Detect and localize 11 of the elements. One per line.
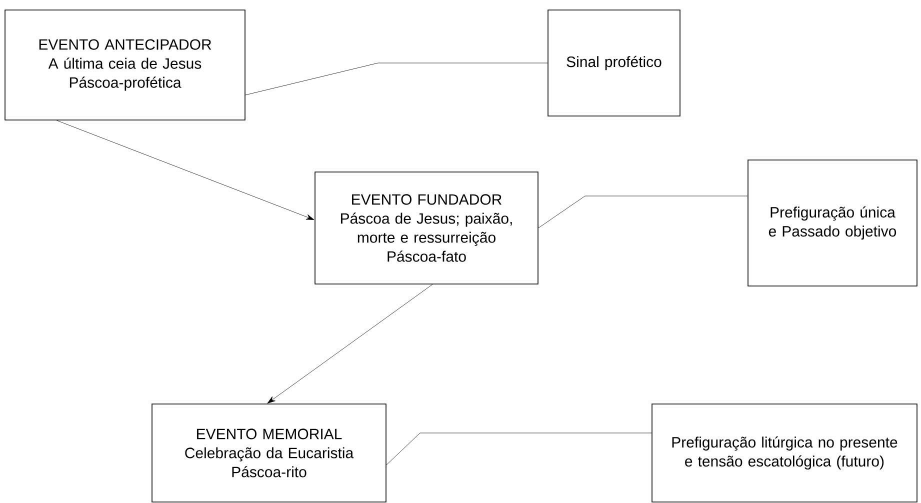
text-box: EVENTO MEMORIAL Celebração da Eucaristia Páscoa-rito: [152, 404, 386, 502]
text-box: EVENTO FUNDADOR Páscoa de Jesus; paixão, morte e ressurreição Páscoa-fato: [314, 172, 538, 284]
leader-line: [386, 432, 652, 466]
leader-line: [245, 62, 548, 96]
text-box: Prefiguração única e Passado objetivo: [748, 160, 918, 286]
arrow: [267, 284, 433, 404]
text-box: Sinal profético: [548, 10, 680, 116]
leader-line: [538, 196, 748, 228]
text-box: Prefiguração litúrgica no presente e tensão escatológica (futuro): [652, 404, 918, 502]
arrow: [56, 120, 314, 220]
text-box: EVENTO ANTECIPADOR A última ceia de Jesus Páscoa-profética: [4, 10, 246, 120]
